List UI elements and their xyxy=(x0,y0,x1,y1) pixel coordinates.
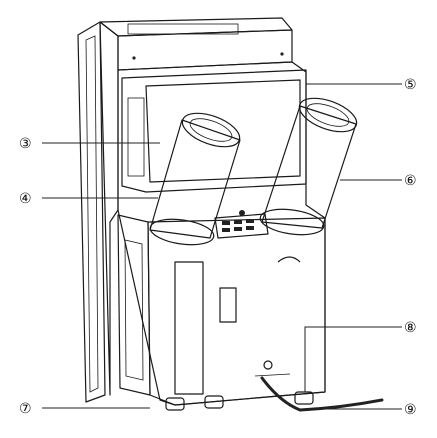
control-panel xyxy=(214,210,269,239)
lower-front-panel xyxy=(147,217,326,406)
caster-wheels xyxy=(165,391,314,411)
callout-6: ⑥ xyxy=(404,173,417,189)
callout-5: ⑤ xyxy=(404,77,417,93)
exhaust-hose-left xyxy=(149,112,241,246)
callout-8: ⑧ xyxy=(404,320,417,336)
callout-labels: ③ ④ ⑤ ⑥ ⑦ ⑧ ⑨ xyxy=(19,77,417,418)
leader-lines xyxy=(42,83,402,410)
upper-filter-frame xyxy=(121,69,307,193)
callout-7: ⑦ xyxy=(19,401,32,417)
callout-4: ④ xyxy=(19,191,32,207)
power-cord xyxy=(260,376,384,412)
unit-main-body xyxy=(99,21,326,406)
intake-hose-right xyxy=(259,97,358,236)
callout-9: ⑨ xyxy=(404,402,417,418)
unit-top-panel xyxy=(99,17,293,71)
callout-3: ③ xyxy=(19,136,32,152)
side-air-grille xyxy=(117,214,151,396)
unit-side-panel xyxy=(77,21,106,403)
